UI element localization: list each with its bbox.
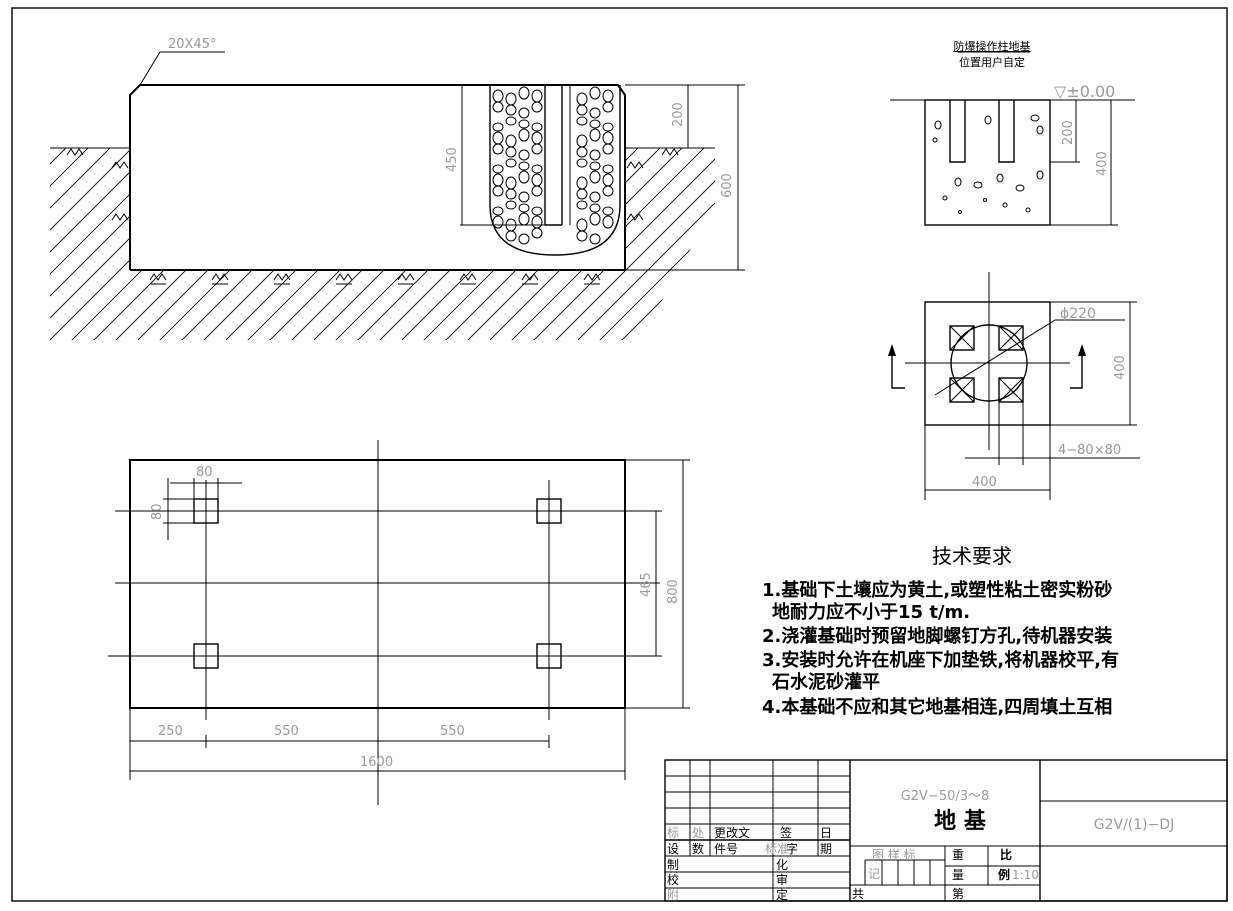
tb-change: 更改文 [714,825,750,840]
ground-symbol [626,213,644,221]
column-foundation-section: 防爆操作柱地基 位置用户自定 ▽±0.00 200 400 [890,39,1135,226]
drawing-frame [11,7,1228,902]
tb-scale-value: 1:10 [1012,868,1039,882]
column-foundation-plan: ϕ220 400 4−80×80 400 [888,272,1140,500]
tb-date: 日 [820,826,832,840]
column-subtitle: 位置用户自定 [959,55,1025,69]
soil-hatching [50,148,715,340]
tb-design: 设 [667,842,679,856]
anchor-holes-spec: 4−80×80 [1058,443,1121,458]
ground-symbol [521,273,539,285]
anchor-hole [193,498,219,524]
column-dim-200: 200 [1061,120,1076,145]
dim-200: 200 [671,102,686,127]
tb-std2: 化 [776,858,788,872]
concrete-aggregate [492,86,614,245]
tb-liang: 量 [952,868,964,882]
tech-line-4: 3.安装时允许在机座下加垫铁,将机器校平,有 [762,649,1119,671]
tb-total: 共 [852,887,864,901]
ground-symbol [583,273,601,285]
dim-450: 450 [445,147,460,172]
tech-line-2: 地耐力应不小于15 t/m. [772,601,970,623]
tb-di: 第 [952,887,964,901]
ground-symbol [149,273,167,285]
tb-ji: 记 [868,867,880,881]
tb-mark: 标 [667,826,679,840]
ground-symbol [111,213,129,221]
foundation-block [129,84,626,271]
tb-check: 校 [667,872,679,887]
dim-80-horizontal: 80 [196,465,213,480]
tb-name: 字 [786,841,798,856]
tb-weight: 重 [952,848,964,862]
ground-symbol [273,273,291,285]
chamfer-leader [139,51,225,86]
level-mark: ▽±0.00 [1054,82,1115,101]
ground-symbol [397,273,415,285]
foundation-section-view: 20X45° 450 200 600 [50,37,745,340]
tb-period: 期 [820,842,832,856]
column-title: 防爆操作柱地基 [954,39,1031,53]
ground-symbol [626,161,644,169]
chamfer-label: 20X45° [168,37,217,52]
tb-fu: 附 [667,888,679,902]
column-plan-dim-400-h: 400 [972,475,997,490]
anchor-hole [536,643,562,669]
anchor-hole [536,498,562,524]
tech-line-5: 石水泥砂灌平 [771,671,880,693]
anchor-pocket [489,85,621,256]
column-dim-400: 400 [1095,151,1110,176]
drawing-name: 地 基 [934,809,987,834]
dim-80-vertical: 80 [150,503,165,520]
tech-line-6: 4.本基础不应和其它地基相连,四周填土互相 [762,696,1112,718]
tb-sign: 签 [780,825,792,840]
tb-li: 例 [998,867,1010,882]
foundation-plan-view: 80 80 465 800 250 550 550 1600 [108,440,690,805]
dim-1600: 1600 [360,755,393,770]
tb-docno: 件号 [714,842,738,856]
dim-550-left: 550 [274,724,299,739]
dim-250: 250 [158,724,183,739]
tb-scale: 比 [1000,847,1012,862]
drawing-number: G2V/(1)−DJ [1094,817,1175,833]
dim-465: 465 [639,572,654,597]
anchor-hole [193,643,219,669]
ground-symbol [66,148,84,156]
ground-symbols [66,148,679,285]
tb-tuyang: 图 样 标 [872,847,916,862]
tb-chu: 处 [692,826,704,840]
ground-symbol [111,161,129,169]
tb-std: 标准 [765,842,789,856]
tb-std3: 审 [776,872,788,887]
column-plan-dim-400-v: 400 [1113,355,1128,380]
tech-title: 技术要求 [932,544,1012,568]
tb-count: 数 [692,841,704,856]
diameter-label: ϕ220 [1060,306,1096,322]
title-block: G2V−50/3〜8 地 基 G2V/(1)−DJ 标 处 更改文 签 日 数 … [664,759,1228,902]
tb-date2: 定 [776,887,788,902]
dim-600: 600 [720,173,735,198]
model-number: G2V−50/3〜8 [901,789,990,804]
tech-line-3: 2.浇灌基础时预留地脚螺钉方孔,待机器安装 [762,625,1112,647]
dim-550-right: 550 [440,724,465,739]
ground-symbol [211,273,229,285]
column-aggregate [932,114,1044,214]
ground-symbol [459,273,477,285]
technical-requirements: 技术要求 1.基础下土壤应为黄土,或塑性粘土密实粉砂 地耐力应不小于15 t/m… [762,544,1119,718]
tech-line-1: 1.基础下土壤应为黄土,或塑性粘土密实粉砂 [762,579,1112,601]
ground-symbol [335,273,353,285]
ground-symbol [661,148,679,156]
tb-make: 制 [667,858,679,872]
dim-800: 800 [666,579,681,604]
